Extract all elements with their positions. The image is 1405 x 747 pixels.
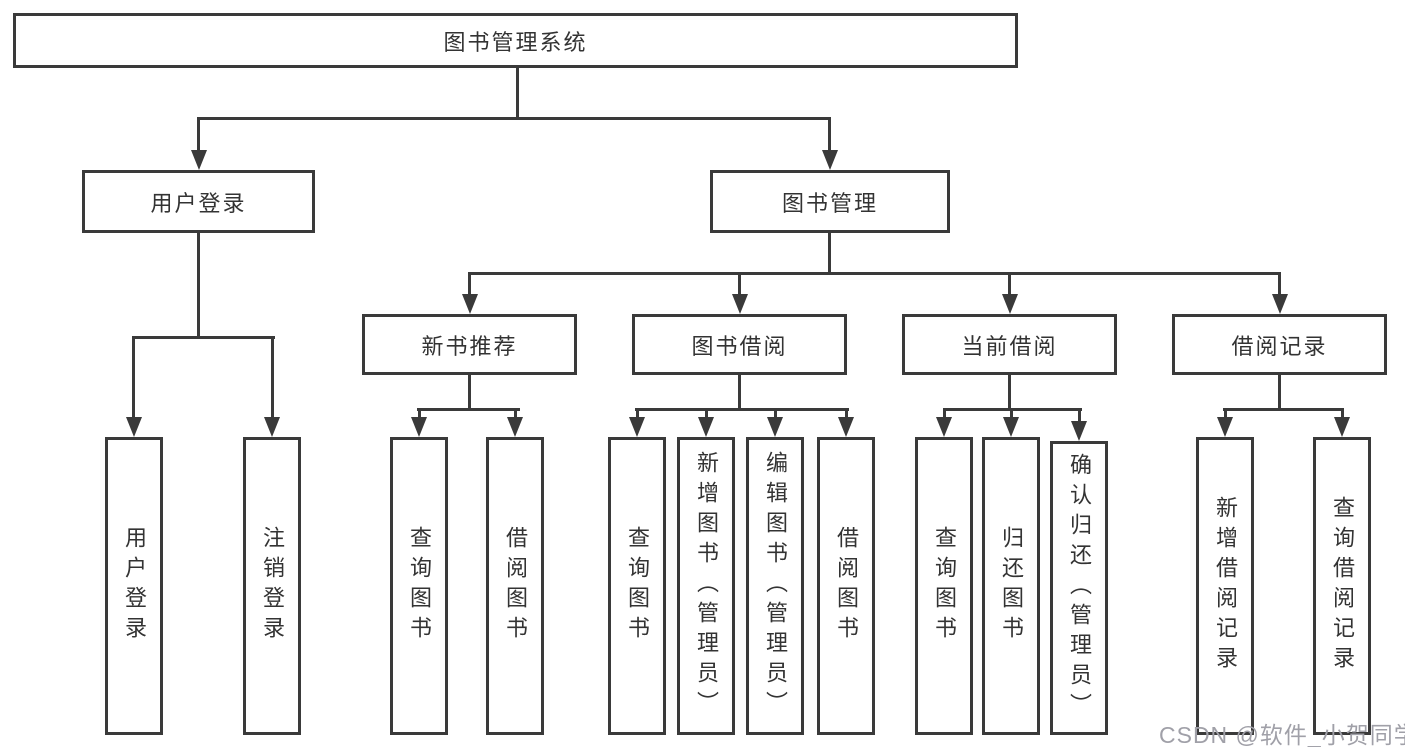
leaf-confirm-return-admin-label: 确认归还（管理员） xyxy=(1067,453,1092,723)
leaf-borrow-books-label: 借阅图书 xyxy=(834,526,859,646)
leaf-edit-book-admin: 编辑图书（管理员） xyxy=(746,437,804,735)
connector-line xyxy=(1010,408,1013,419)
connector-line xyxy=(738,373,741,411)
connector-line xyxy=(1341,408,1344,419)
arrowhead-down-icon xyxy=(1217,417,1233,437)
leaf-confirm-return-admin: 确认归还（管理员） xyxy=(1050,441,1108,735)
csdn-watermark: CSDN @软件_小贺同学 xyxy=(1159,722,1405,747)
connector-line xyxy=(197,117,200,152)
leaf-query-books-borrow-label: 查询图书 xyxy=(625,526,650,646)
node-book-borrow-label: 图书借阅 xyxy=(691,333,788,359)
connector-line xyxy=(1223,408,1343,411)
arrowhead-down-icon xyxy=(822,150,838,170)
leaf-add-book-admin: 新增图书（管理员） xyxy=(677,437,735,735)
node-new-book-recommend: 新书推荐 xyxy=(362,314,577,375)
leaf-query-books-current-label: 查询图书 xyxy=(932,526,957,646)
connector-line xyxy=(1078,408,1081,423)
leaf-query-books-recommend-label: 查询图书 xyxy=(407,526,432,646)
connector-line xyxy=(705,408,708,419)
arrowhead-down-icon xyxy=(191,150,207,170)
connector-line xyxy=(516,66,519,120)
connector-line xyxy=(468,272,471,298)
connector-line xyxy=(197,117,831,120)
arrowhead-down-icon xyxy=(264,417,280,437)
connector-line xyxy=(1008,272,1011,298)
connector-line xyxy=(738,272,741,298)
node-current-borrow: 当前借阅 xyxy=(902,314,1117,375)
connector-line xyxy=(132,336,135,419)
connector-line xyxy=(943,408,946,419)
connector-line xyxy=(774,408,777,419)
connector-line xyxy=(132,336,275,339)
leaf-query-books-current: 查询图书 xyxy=(915,437,973,735)
arrowhead-down-icon xyxy=(1334,417,1350,437)
arrowhead-down-icon xyxy=(936,417,952,437)
arrowhead-down-icon xyxy=(1272,294,1288,314)
connector-line xyxy=(514,408,517,419)
connector-line xyxy=(468,373,471,411)
arrowhead-down-icon xyxy=(698,417,714,437)
leaf-query-books-borrow: 查询图书 xyxy=(608,437,666,735)
connector-line xyxy=(828,117,831,152)
connector-line xyxy=(828,231,831,275)
arrowhead-down-icon xyxy=(1071,421,1087,441)
arrowhead-down-icon xyxy=(838,417,854,437)
node-borrow-records-label: 借阅记录 xyxy=(1231,333,1328,359)
leaf-user-login-label: 用户登录 xyxy=(122,526,147,646)
leaf-borrow-books-recommend: 借阅图书 xyxy=(486,437,544,735)
connector-line xyxy=(271,336,274,419)
leaf-query-books-recommend: 查询图书 xyxy=(390,437,448,735)
arrowhead-down-icon xyxy=(462,294,478,314)
node-user-login: 用户登录 xyxy=(82,170,315,233)
connector-line xyxy=(636,408,639,419)
arrowhead-down-icon xyxy=(732,294,748,314)
leaf-add-book-admin-label: 新增图书（管理员） xyxy=(694,451,719,721)
node-current-borrow-label: 当前借阅 xyxy=(961,333,1058,359)
node-book-management-label: 图书管理 xyxy=(781,190,878,216)
arrowhead-down-icon xyxy=(1003,417,1019,437)
connector-line xyxy=(468,272,1281,275)
connector-line xyxy=(1224,408,1227,419)
connector-line xyxy=(1278,373,1281,411)
leaf-query-borrow-record: 查询借阅记录 xyxy=(1313,437,1371,735)
arrowhead-down-icon xyxy=(767,417,783,437)
arrowhead-down-icon xyxy=(411,417,427,437)
leaf-add-borrow-record: 新增借阅记录 xyxy=(1196,437,1254,735)
node-book-borrow: 图书借阅 xyxy=(632,314,847,375)
connector-line xyxy=(1278,272,1281,298)
node-new-book-recommend-label: 新书推荐 xyxy=(421,333,518,359)
connector-line xyxy=(417,408,520,411)
arrowhead-down-icon xyxy=(1002,294,1018,314)
connector-line xyxy=(1008,373,1011,411)
connector-line xyxy=(845,408,848,419)
connector-line xyxy=(635,408,849,411)
node-library-system: 图书管理系统 xyxy=(13,13,1018,68)
leaf-return-books: 归还图书 xyxy=(982,437,1040,735)
arrowhead-down-icon xyxy=(507,417,523,437)
connector-line xyxy=(197,231,200,339)
leaf-return-books-label: 归还图书 xyxy=(999,526,1024,646)
leaf-logout: 注销登录 xyxy=(243,437,301,735)
node-user-login-label: 用户登录 xyxy=(150,190,247,216)
leaf-add-borrow-record-label: 新增借阅记录 xyxy=(1213,496,1238,676)
node-borrow-records: 借阅记录 xyxy=(1172,314,1387,375)
connector-line xyxy=(418,408,421,419)
node-book-management: 图书管理 xyxy=(710,170,950,233)
leaf-edit-book-admin-label: 编辑图书（管理员） xyxy=(763,451,788,721)
node-library-system-label: 图书管理系统 xyxy=(443,29,588,55)
leaf-borrow-books-recommend-label: 借阅图书 xyxy=(503,526,528,646)
leaf-borrow-books: 借阅图书 xyxy=(817,437,875,735)
leaf-query-borrow-record-label: 查询借阅记录 xyxy=(1330,496,1355,676)
arrowhead-down-icon xyxy=(629,417,645,437)
leaf-logout-label: 注销登录 xyxy=(260,526,285,646)
arrowhead-down-icon xyxy=(126,417,142,437)
leaf-user-login: 用户登录 xyxy=(105,437,163,735)
